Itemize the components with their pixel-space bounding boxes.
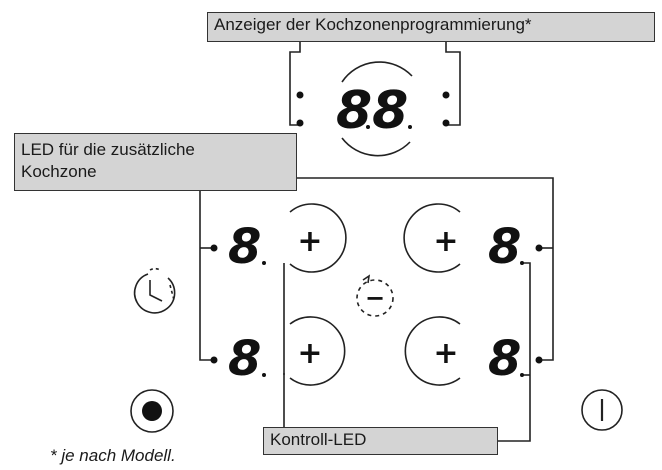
leader-line (498, 262, 531, 442)
arc (341, 137, 411, 157)
program-indicator-label: Anzeiger der Kochzonenprogrammierung* (207, 12, 655, 42)
additional-zone-led-label-line2: Kochzone (21, 162, 97, 181)
arc (341, 61, 413, 83)
zone-button-ring (404, 316, 461, 386)
power-icon[interactable] (581, 389, 623, 431)
additional-zone-led-label: LED für die zusätzliche Kochzone (14, 133, 297, 191)
zone-button-ring (289, 203, 347, 273)
minus-button[interactable]: − (365, 284, 385, 312)
plus-button-bottom-right[interactable]: + (433, 336, 458, 371)
timer-icon[interactable] (133, 267, 176, 314)
leader-line (297, 177, 554, 361)
plus-button-top-right[interactable]: + (433, 224, 458, 259)
control-led-label: Kontroll-LED (263, 427, 498, 455)
plus-button-top-left[interactable]: + (297, 224, 322, 259)
leader-line (445, 42, 461, 126)
zone-display-bottom-left: 8 (228, 331, 261, 387)
plus-button-bottom-left[interactable]: + (297, 336, 322, 371)
program-indicator-label-text: Anzeiger der Kochzonenprogrammierung* (214, 15, 532, 34)
leader-line (199, 191, 213, 361)
zone-display-bottom-right: 8 (488, 331, 521, 387)
zone-display-top-left: 8 (228, 219, 261, 275)
additional-zone-led-label-line1: LED für die zusätzliche (21, 140, 195, 159)
footnote: * je nach Modell. (50, 446, 176, 465)
control-led-label-text: Kontroll-LED (270, 430, 367, 449)
lock-icon[interactable] (130, 389, 174, 433)
program-display: 88 (336, 81, 408, 141)
zone-button-ring (289, 316, 346, 386)
minus-dashed-icon[interactable] (356, 274, 394, 317)
zone-button-ring (403, 203, 461, 273)
leader-line (289, 42, 301, 126)
zone-display-top-right: 8 (488, 219, 521, 275)
